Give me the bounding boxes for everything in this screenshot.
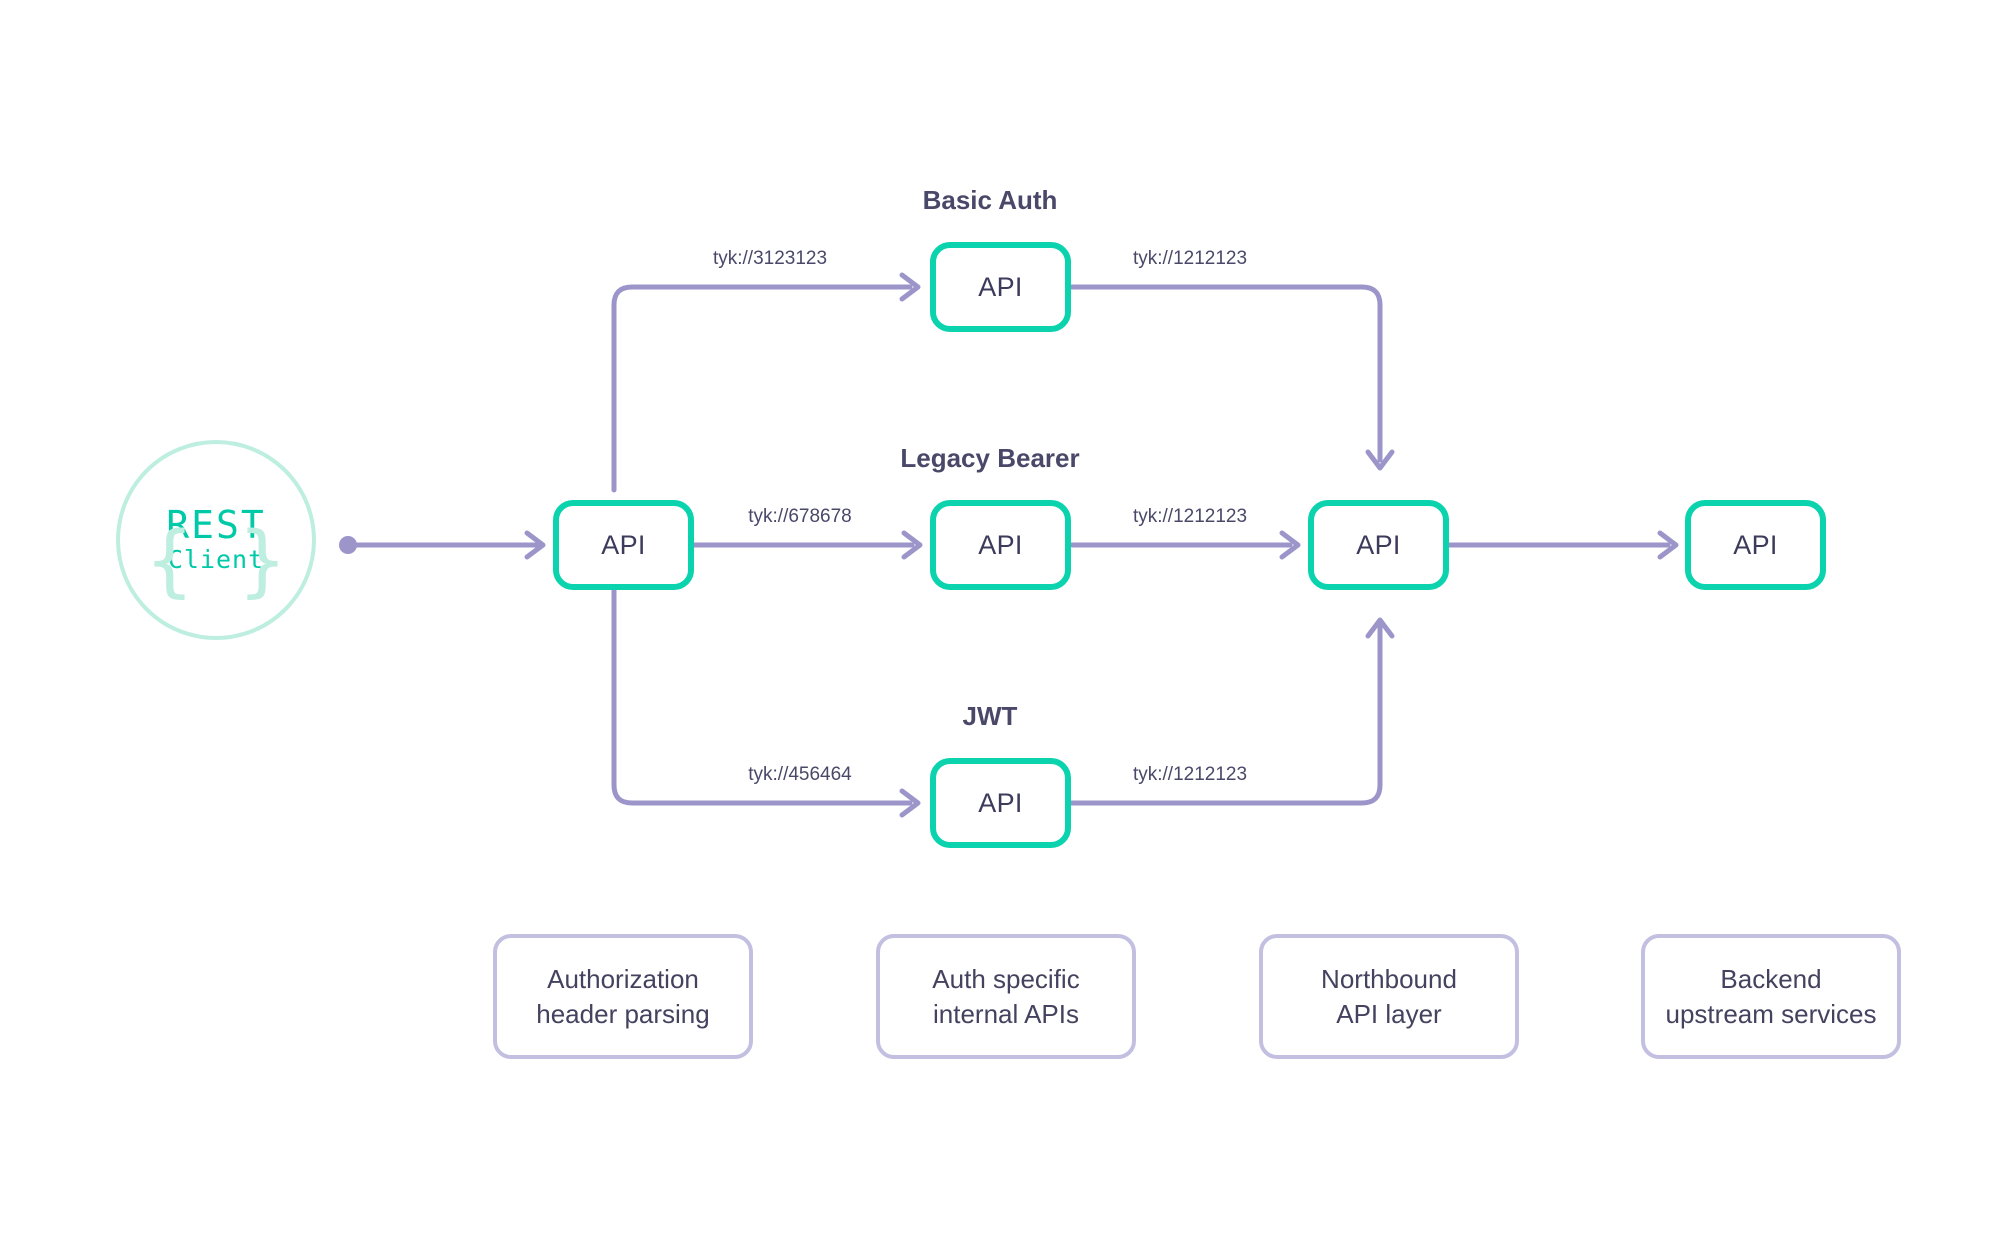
legend-line-1: Auth specific: [932, 964, 1080, 995]
legend-line-2: internal APIs: [933, 998, 1079, 1029]
legend-line-2: header parsing: [536, 998, 710, 1029]
rest-client-subtitle: Client: [167, 544, 265, 574]
legend-line-1: Backend: [1720, 964, 1822, 995]
edge-label-jwt-to-northbound: tyk://1212123: [1132, 764, 1248, 785]
arrowhead-basic-auth-to-northbound: [1368, 452, 1392, 468]
edge-label-legacy-bearer-to-northbound: tyk://1212123: [1132, 506, 1248, 527]
edge-origin-dot: [339, 536, 357, 554]
arrowhead-jwt-to-northbound: [1368, 620, 1392, 636]
legend-box-backend-upstream-services: Backend upstream services: [1641, 934, 1901, 1059]
brace-right-icon: }: [239, 516, 286, 606]
api-node-backend[interactable]: API: [1685, 500, 1826, 590]
legend-box-authorization-header-parsing: Authorization header parsing: [493, 934, 753, 1059]
arrowhead-northbound-to-backend: [1660, 533, 1676, 557]
legend-line-1: Northbound: [1321, 964, 1457, 995]
api-node-legacy-bearer[interactable]: API: [930, 500, 1071, 590]
brace-left-icon: {: [146, 516, 193, 606]
legend-line-1: Authorization: [547, 964, 699, 995]
legend-box-auth-specific-internal-apis: Auth specific internal APIs: [876, 934, 1136, 1059]
arrowhead-parser-to-jwt: [902, 791, 918, 815]
arrowhead-parser-to-legacy-bearer: [904, 533, 920, 557]
api-node-jwt[interactable]: API: [930, 758, 1071, 848]
edge-basic-auth-to-northbound: [1067, 284, 1383, 463]
arrowhead-parser-to-basic-auth: [902, 275, 918, 299]
legend-line-2: API layer: [1336, 998, 1442, 1029]
api-node-northbound[interactable]: API: [1308, 500, 1449, 590]
row-title-jwt: JWT: [962, 701, 1018, 731]
api-node-basic-auth[interactable]: API: [930, 242, 1071, 332]
arrowhead-client-to-parser: [527, 533, 543, 557]
edge-label-parser-to-legacy-bearer: tyk://678678: [748, 506, 852, 527]
edge-label-parser-to-jwt: tyk://456464: [748, 764, 852, 785]
arrowhead-legacy-bearer-to-northbound: [1282, 533, 1298, 557]
edge-label-basic-auth-to-northbound: tyk://1212123: [1132, 248, 1248, 269]
legend-line-2: upstream services: [1665, 998, 1877, 1029]
row-title-basic-auth: Basic Auth: [922, 185, 1058, 215]
legend-box-northbound-api-layer: Northbound API layer: [1259, 934, 1519, 1059]
row-title-legacy-bearer: Legacy Bearer: [900, 443, 1080, 473]
rest-client-title: REST: [166, 502, 266, 547]
edge-label-parser-to-basic-auth: tyk://3123123: [712, 248, 828, 269]
api-node-authorization-parser[interactable]: API: [553, 500, 694, 590]
rest-client-badge: { } REST Client: [116, 440, 316, 640]
